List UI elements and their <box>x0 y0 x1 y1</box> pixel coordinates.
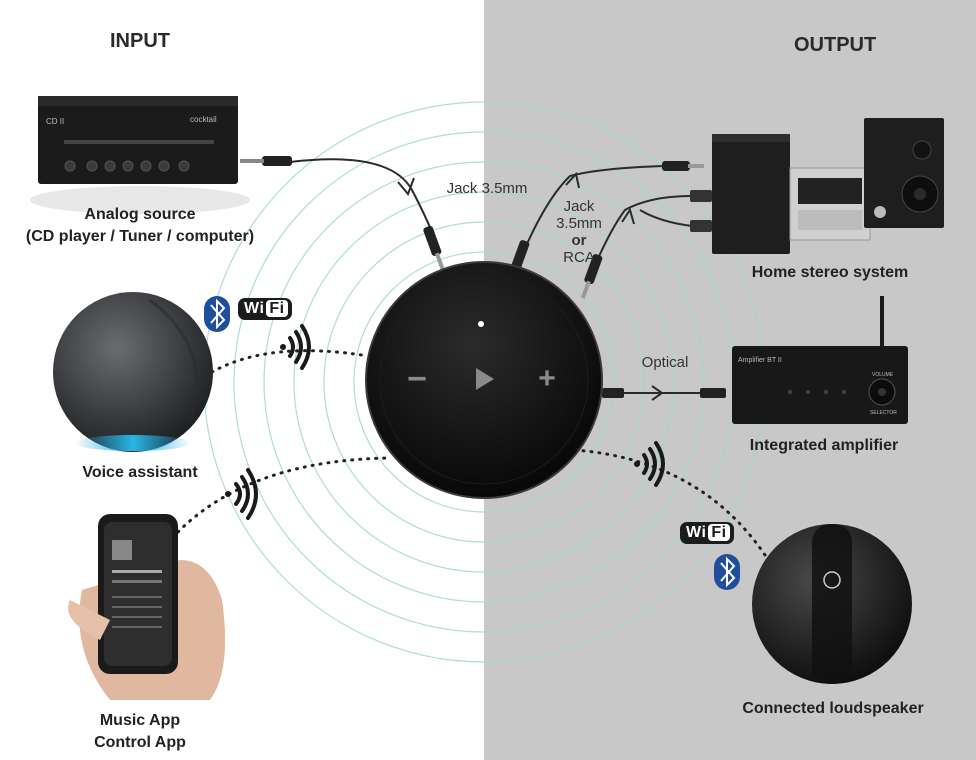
hub-device <box>365 261 603 499</box>
cd-model-text: CD II <box>46 117 64 126</box>
output-header: OUTPUT <box>794 34 877 56</box>
analog-source-label: Analog source (CD player / Tuner / compu… <box>0 204 280 248</box>
hub-status-led <box>478 321 484 327</box>
signal-waves-icon <box>634 441 665 487</box>
loudspeaker-label: Connected loudspeaker <box>742 700 924 717</box>
analog-source-label-line2: (CD player / Tuner / computer) <box>25 228 255 245</box>
integrated-amp-label: Integrated amplifier <box>749 437 899 454</box>
wireless-paths <box>176 349 767 557</box>
music-app-label-line1: Music App <box>99 712 181 729</box>
jack-out-label: Jack 3.5mm or RCA <box>544 198 614 266</box>
wifi-badge-fi: Fi <box>708 524 730 541</box>
volume-down-button[interactable]: − <box>407 360 427 398</box>
jack-out-line1: Jack <box>563 198 595 215</box>
integrated-amp-device: Amplifier BT II VOLUME SELECTOR <box>732 296 908 424</box>
signal-waves-icon <box>225 468 258 520</box>
wifi-badge-fi: Fi <box>266 300 288 317</box>
cable-arrows <box>397 171 664 401</box>
amp-selector-text: SELECTOR <box>870 410 897 416</box>
input-header: INPUT <box>110 30 170 52</box>
voice-assistant-label: Voice assistant <box>82 464 198 481</box>
play-icon[interactable] <box>476 368 494 390</box>
loudspeaker-device <box>752 524 912 684</box>
bluetooth-icon <box>714 554 740 590</box>
analog-source-label-line1: Analog source <box>84 206 196 223</box>
cd-player: cocktail CD II <box>30 96 250 214</box>
jack-out-line4: RCA <box>563 249 595 266</box>
jack-in-label: Jack 3.5mm <box>446 180 528 197</box>
wifi-badge-wi: Wi <box>244 300 265 317</box>
music-app-label-line2: Control App <box>94 734 186 751</box>
bluetooth-icon <box>204 296 230 332</box>
phone-in-hand <box>68 514 226 700</box>
wifi-badge-wi: Wi <box>686 524 707 541</box>
optical-label: Optical <box>641 354 689 371</box>
jack-out-line3: or <box>571 232 587 249</box>
amp-volume-text: VOLUME <box>872 372 894 378</box>
signal-waves-icon <box>280 324 311 370</box>
jack-out-line2: 3.5mm <box>556 215 602 232</box>
home-stereo-label: Home stereo system <box>751 264 909 281</box>
cd-brand-text: cocktail <box>190 115 217 124</box>
music-app-label: Music App Control App <box>40 710 240 754</box>
home-stereo-device <box>712 118 944 254</box>
amp-model-text: Amplifier BT II <box>738 357 782 364</box>
volume-up-button[interactable]: + <box>538 362 556 395</box>
jack-plugs <box>240 156 726 398</box>
voice-assistant-device <box>53 292 213 452</box>
